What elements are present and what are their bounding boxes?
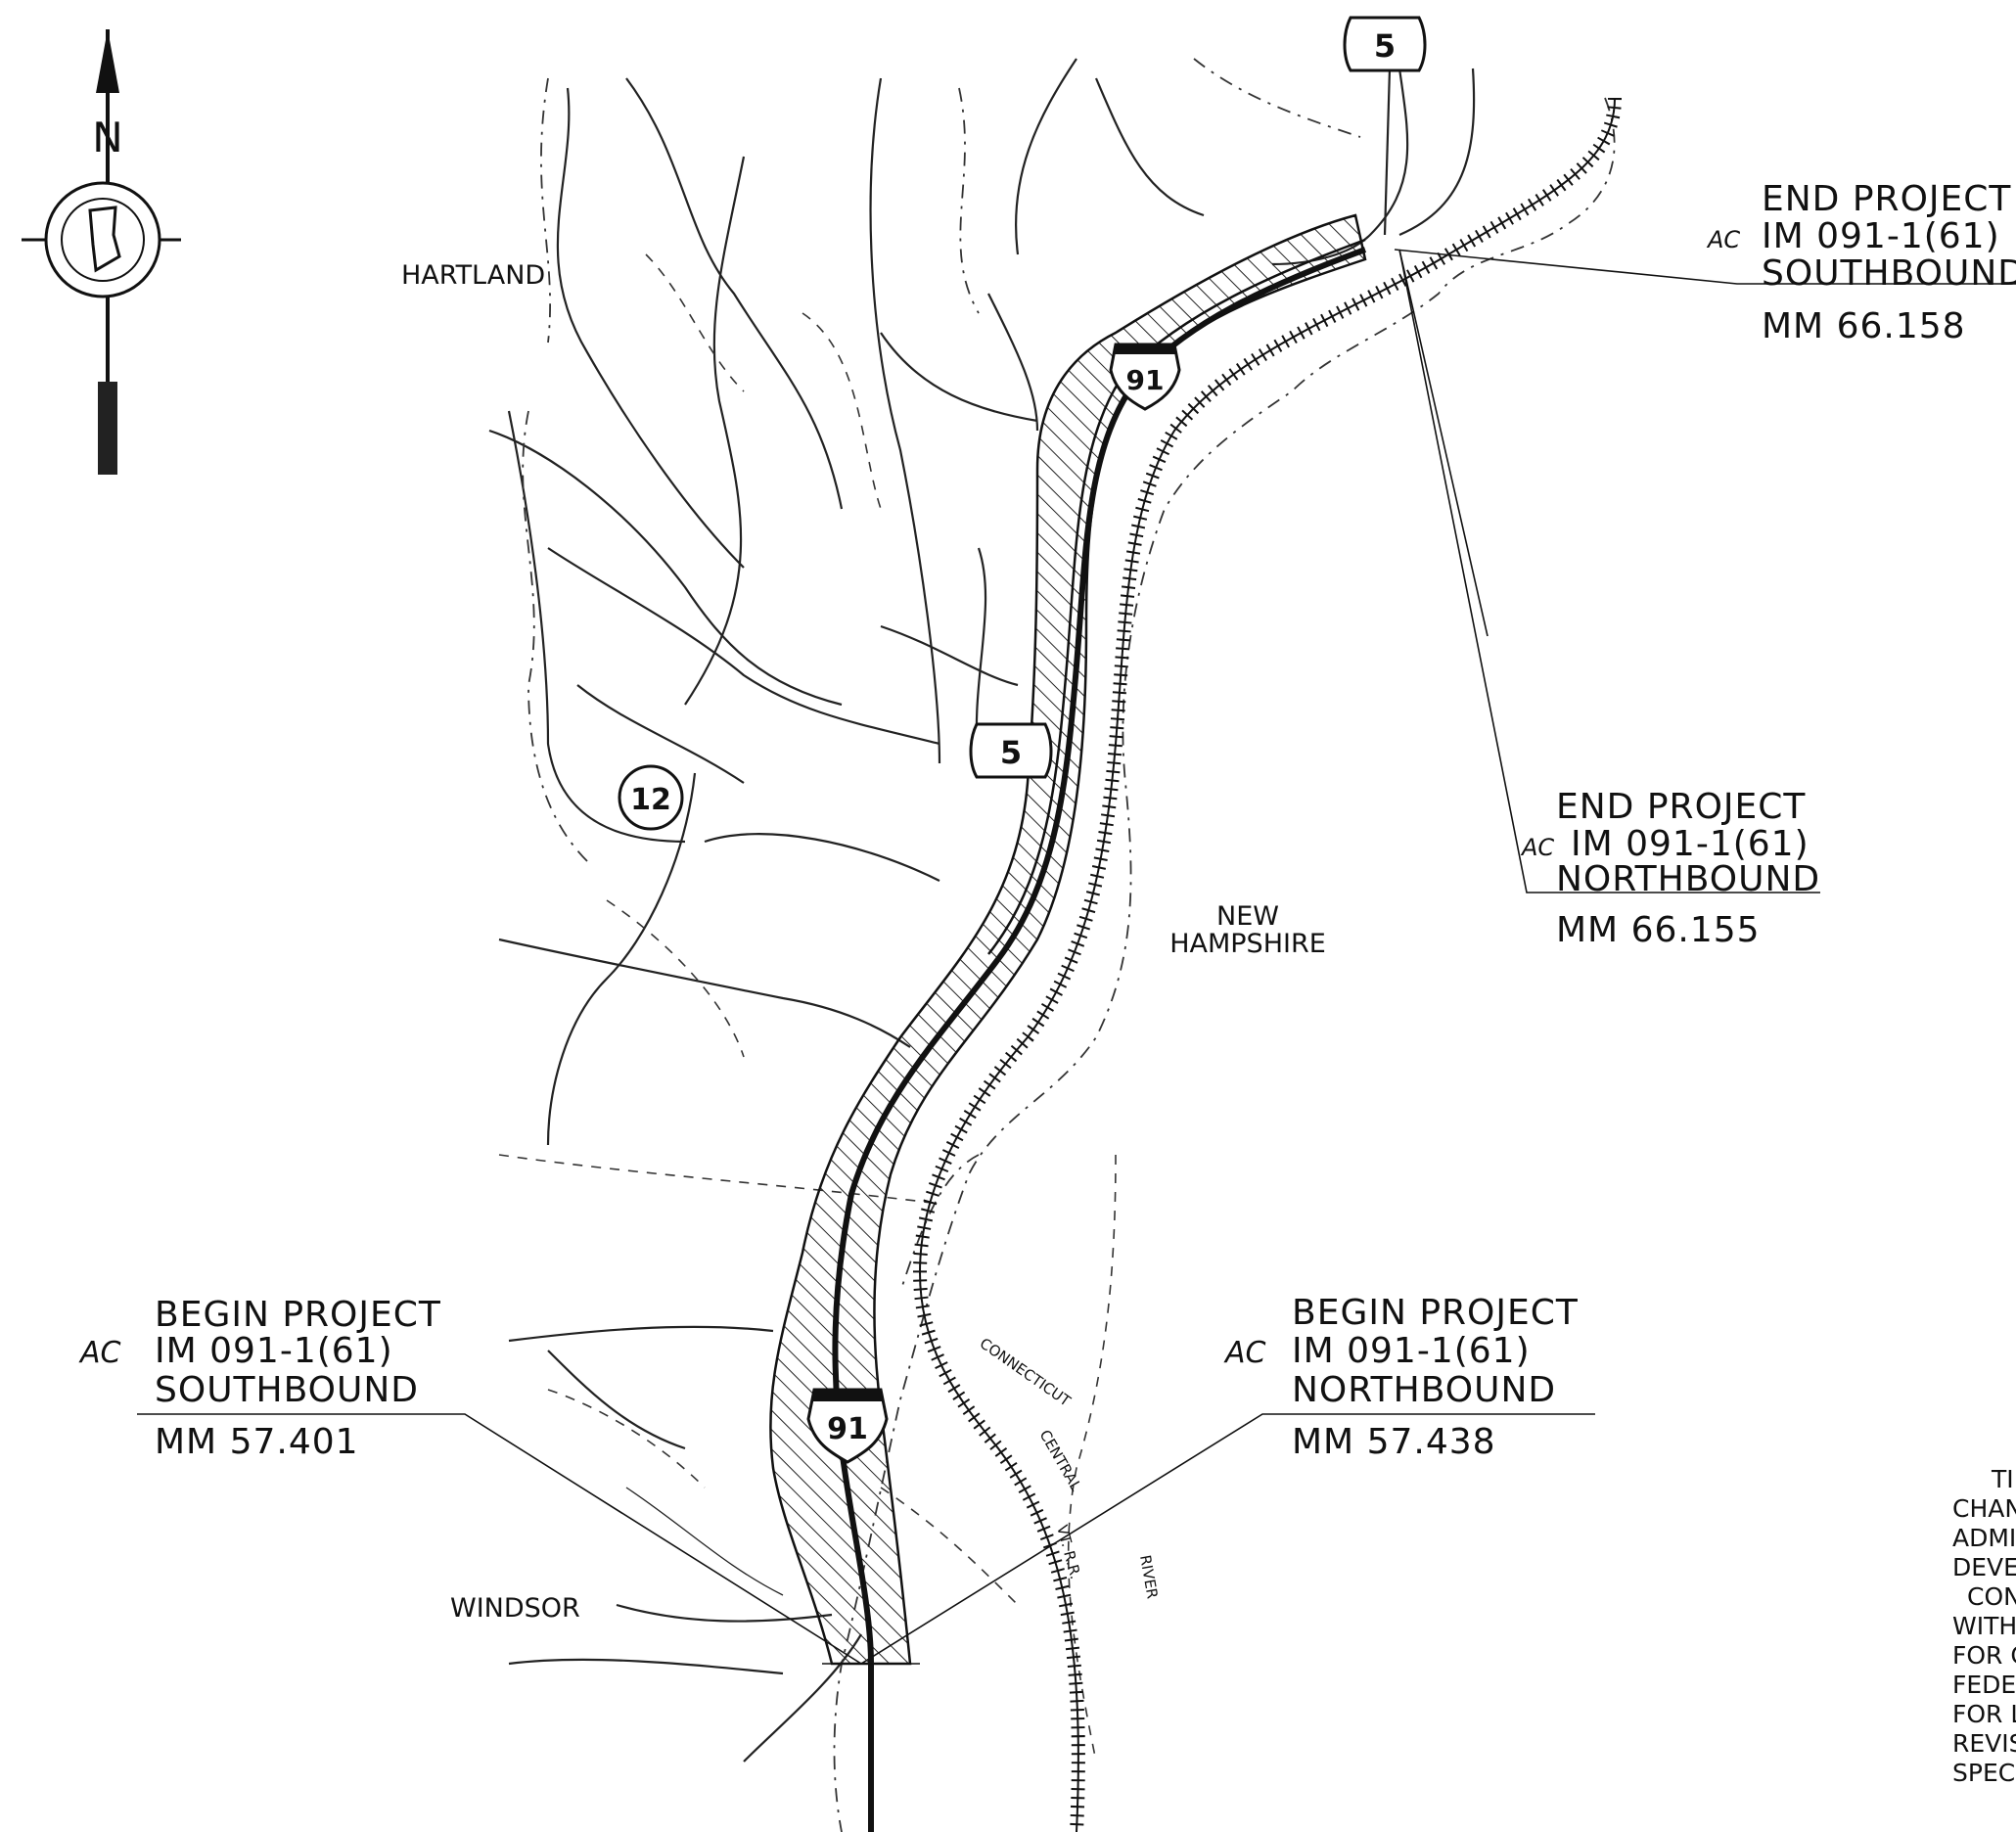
note-line: WITH <box>1952 1612 2016 1640</box>
town-windsor: WINDSOR <box>450 1593 580 1624</box>
note-line: FOR C <box>1952 1641 2016 1670</box>
us5-shield-mid-icon: 5 <box>969 722 1053 779</box>
callout-direction: NORTHBOUND <box>1556 859 1820 899</box>
callout-project: IM 091-1(61) <box>1571 824 1810 864</box>
note-line: TI <box>1991 1465 2014 1493</box>
state-label-line2: HAMPSHIRE <box>1169 929 1326 959</box>
callout-title: END PROJECT <box>1762 179 2011 219</box>
river-label-river: RIVER <box>1136 1554 1162 1600</box>
callout-project: IM 091-1(61) <box>1762 216 2000 256</box>
callout-mile-marker: MM 66.158 <box>1762 306 1966 346</box>
callout-direction: SOUTHBOUND <box>155 1370 419 1410</box>
callout-prefix: AC <box>1520 834 1554 861</box>
state-label-line1: NEW <box>1216 901 1279 932</box>
notes-fragment: TI CHANC ADMIN DEVEL CON WITH FOR C FEDE… <box>1952 1465 2016 1787</box>
callout-mile-marker: MM 57.438 <box>1292 1422 1496 1462</box>
north-letter: N <box>92 114 122 161</box>
callout-direction: NORTHBOUND <box>1292 1370 1556 1410</box>
vt12-shield-icon: 12 <box>618 764 684 831</box>
note-line: DEVEL <box>1952 1553 2016 1581</box>
callout-end-northbound: END PROJECT AC IM 091-1(61) NORTHBOUND M… <box>1520 787 1820 950</box>
callout-project: IM 091-1(61) <box>155 1331 393 1371</box>
leader-lines <box>137 249 2016 1665</box>
us5-shield-top-icon: 5 <box>1343 16 1427 72</box>
railroad-line <box>912 97 1622 1832</box>
note-line: FOR L <box>1952 1700 2016 1728</box>
callout-title: BEGIN PROJECT <box>155 1295 441 1335</box>
callout-mile-marker: MM 66.155 <box>1556 910 1761 950</box>
note-line: CON <box>1967 1582 2016 1611</box>
callout-prefix: AC <box>78 1336 121 1370</box>
note-line: FEDER <box>1952 1671 2016 1699</box>
callout-project: IM 091-1(61) <box>1292 1331 1531 1371</box>
vt12-number: 12 <box>630 783 671 817</box>
callout-begin-southbound: BEGIN PROJECT AC IM 091-1(61) SOUTHBOUND… <box>78 1295 441 1462</box>
callout-prefix: AC <box>1706 226 1740 253</box>
i91-south-number: 91 <box>827 1412 868 1446</box>
callout-begin-northbound: BEGIN PROJECT AC IM 091-1(61) NORTHBOUND… <box>1223 1293 1579 1462</box>
callout-prefix: AC <box>1223 1336 1266 1370</box>
callout-title: BEGIN PROJECT <box>1292 1293 1579 1333</box>
i91-shield-north-icon: 91 <box>1109 343 1181 411</box>
callout-direction: SOUTHBOUND <box>1762 253 2016 294</box>
note-line: SPECI <box>1952 1759 2016 1787</box>
i91-north-number: 91 <box>1126 364 1165 396</box>
note-line: CHANC <box>1952 1494 2016 1523</box>
us5-top-number: 5 <box>1374 27 1396 65</box>
town-hartland: HARTLAND <box>401 260 545 291</box>
river-label-connecticut: CONNECTICUT <box>977 1335 1075 1411</box>
vermont-agency-seal-icon <box>44 181 161 298</box>
callout-end-southbound: END PROJECT AC IM 091-1(61) SOUTHBOUND M… <box>1706 179 2016 346</box>
river-label-central: CENTRAL <box>1036 1427 1085 1494</box>
i91-shield-south-icon: 91 <box>806 1388 889 1464</box>
callout-title: END PROJECT <box>1556 787 1806 827</box>
us5-mid-number: 5 <box>1000 734 1022 771</box>
note-line: ADMIN <box>1952 1524 2016 1552</box>
road-network <box>488 58 1476 1763</box>
project-corridor <box>769 213 1367 1666</box>
callout-mile-marker: MM 57.401 <box>155 1422 359 1462</box>
